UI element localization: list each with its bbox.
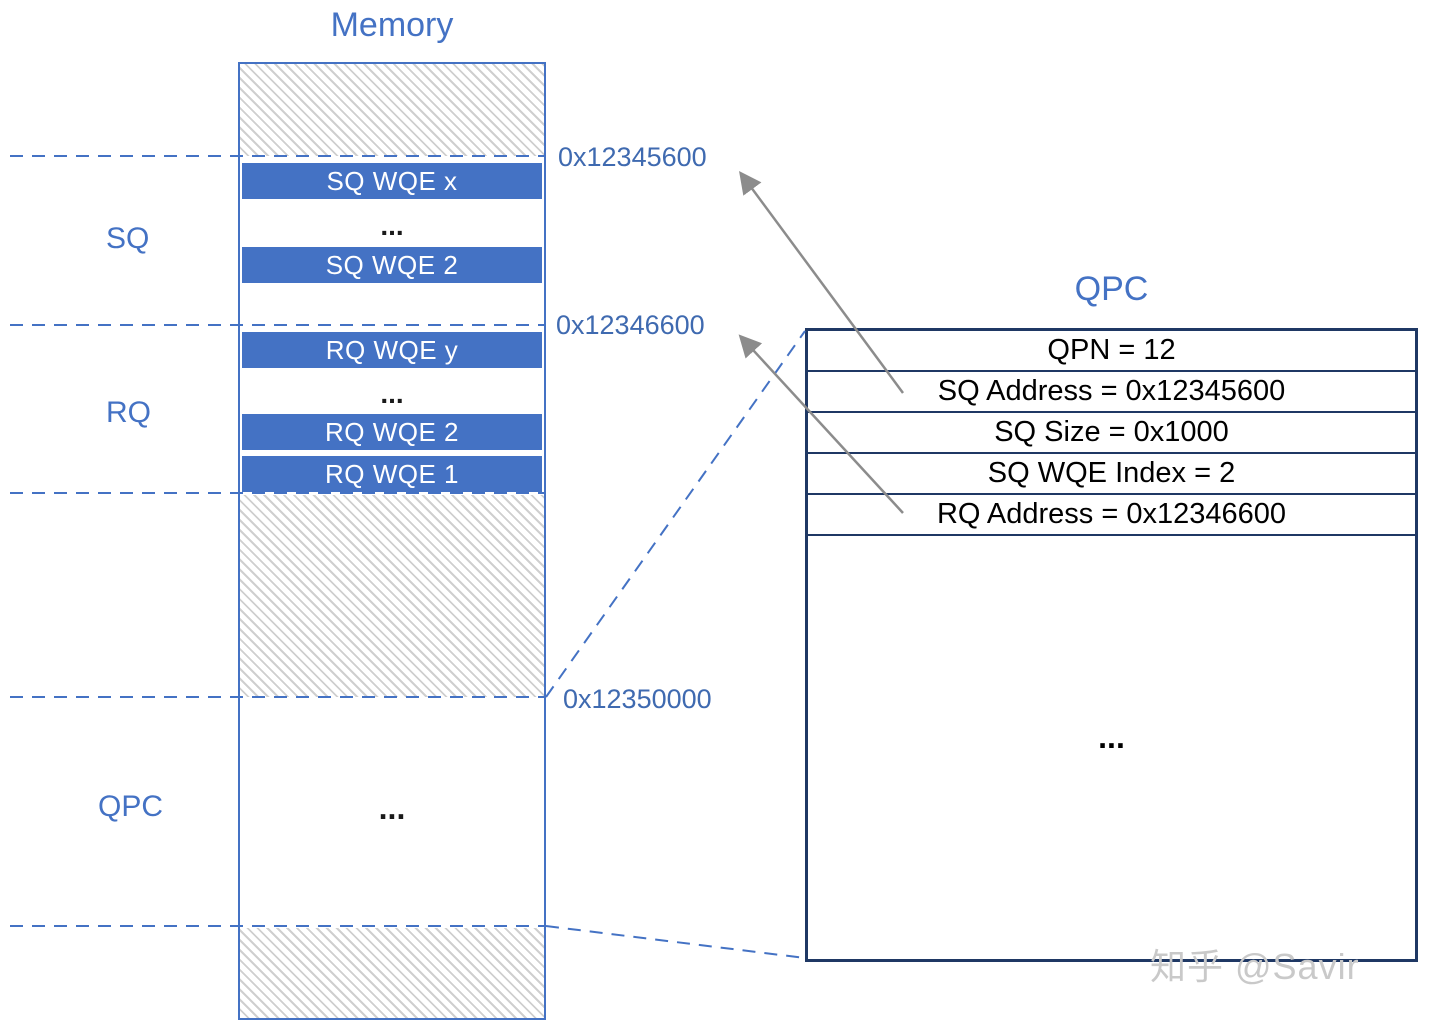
- hatched-region-top: [240, 64, 544, 156]
- boundary-line-rq-end: [10, 492, 546, 494]
- qpc-region-connector-bottom: [545, 925, 806, 959]
- qpc-row-sq-size: SQ Size = 0x1000: [808, 413, 1415, 454]
- section-label-rq: RQ: [106, 396, 151, 429]
- qpc-box: QPN = 12 SQ Address = 0x12345600 SQ Size…: [805, 328, 1418, 962]
- wqe-block-sq-2: SQ WQE 2: [242, 247, 542, 283]
- boundary-line-qpc-end: [10, 925, 546, 927]
- hatched-region-bottom: [240, 928, 544, 1018]
- rq-ellipsis: ...: [380, 378, 404, 409]
- wqe-block-sq-x: SQ WQE x: [242, 163, 542, 199]
- qpc-row-qpn: QPN = 12: [808, 331, 1415, 372]
- address-label-sq-base: 0x12345600: [558, 142, 707, 172]
- hatched-region-middle: [240, 495, 544, 697]
- memory-block: SQ WQE x ... SQ WQE 2 RQ WQE y ... RQ WQ…: [238, 62, 546, 1020]
- section-label-qpc: QPC: [98, 790, 164, 823]
- address-label-qpc-base: 0x12350000: [563, 684, 712, 714]
- qpc-region-connector-top: [545, 330, 806, 698]
- wqe-block-rq-2: RQ WQE 2: [242, 414, 542, 450]
- qpc-row-sq-wqe-index: SQ WQE Index = 2: [808, 454, 1415, 495]
- qpc-box-ellipsis: ...: [1098, 719, 1125, 755]
- sq-ellipsis: ...: [380, 210, 404, 241]
- qpc-region-ellipsis: ...: [378, 790, 406, 826]
- wqe-block-rq-1: RQ WQE 1: [242, 456, 542, 492]
- qpc-row-sq-address: SQ Address = 0x12345600: [808, 372, 1415, 413]
- section-label-sq: SQ: [106, 222, 150, 255]
- boundary-line-rq-start: [10, 324, 546, 326]
- watermark: 知乎 @Savir: [1150, 946, 1360, 987]
- boundary-line-qpc-start: [10, 696, 546, 698]
- qpc-row-rq-address: RQ Address = 0x12346600: [808, 495, 1415, 536]
- memory-title: Memory: [330, 6, 454, 44]
- boundary-line-sq-start: [10, 155, 546, 157]
- address-label-rq-base: 0x12346600: [556, 310, 705, 340]
- wqe-block-rq-y: RQ WQE y: [242, 332, 542, 368]
- qpc-box-title: QPC: [1074, 270, 1149, 308]
